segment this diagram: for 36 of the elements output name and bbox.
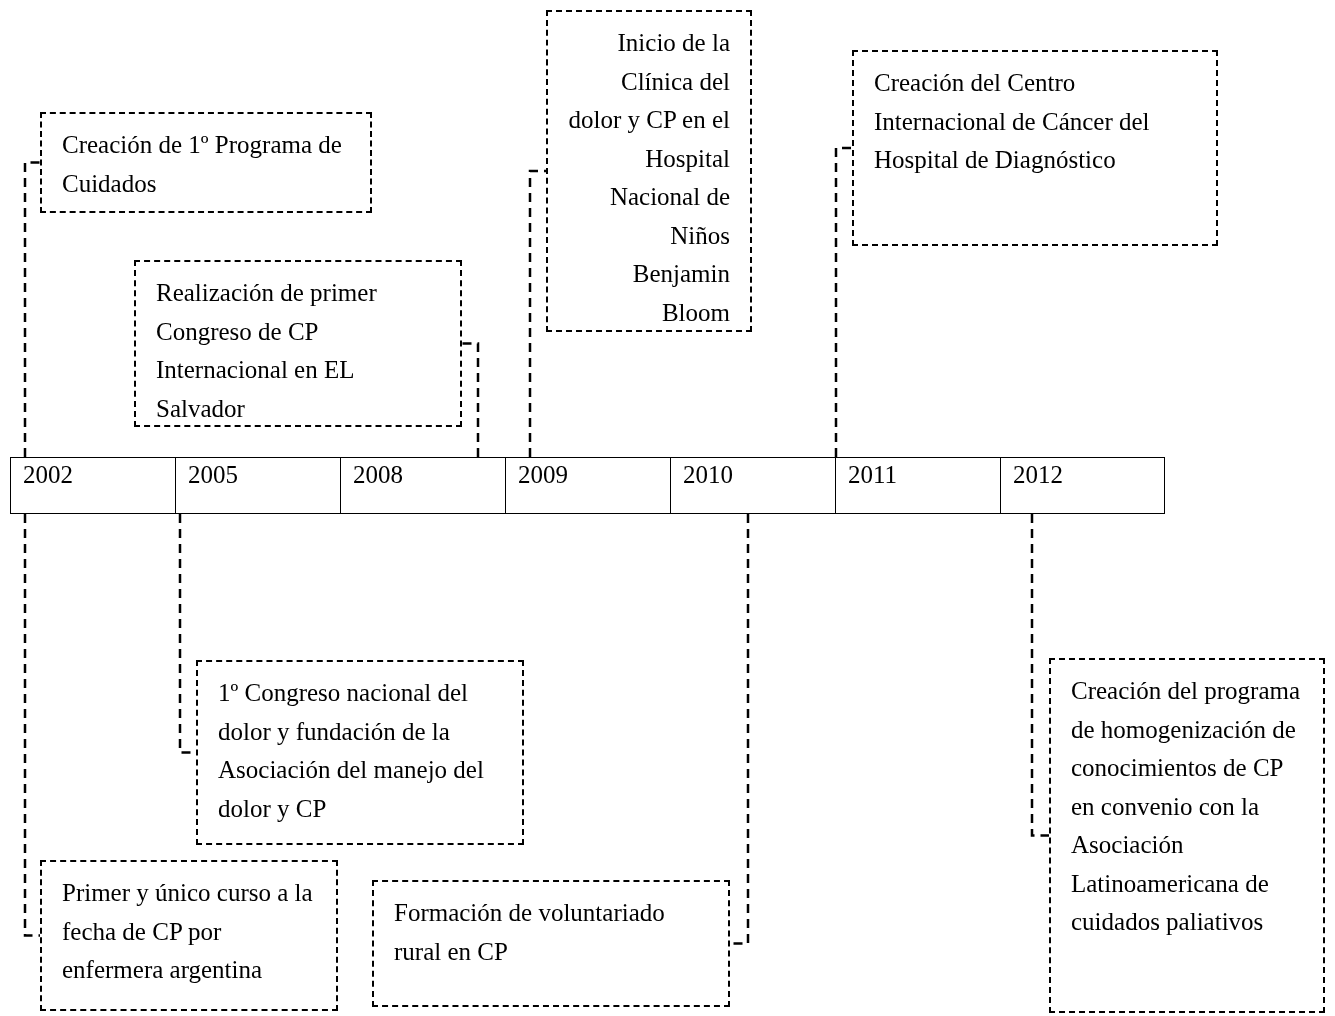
year-cell — [835, 457, 1001, 514]
event-box — [196, 660, 524, 845]
event-description: Primer y único curso a la fecha de CP por enfermera argentina — [62, 879, 313, 983]
year-label: 2008 — [353, 461, 403, 488]
event-box — [546, 10, 752, 332]
event-description: Inicio de la Clínica del dolor y CP en el Hospital Nacional de Niños Benjamin Bloom — [568, 29, 730, 326]
year-cell — [340, 457, 506, 514]
leader-line — [23, 161, 40, 457]
leader-line — [1030, 514, 1049, 837]
leader-line — [23, 514, 40, 937]
year-label: 2002 — [23, 461, 73, 488]
year-label: 2005 — [188, 461, 238, 488]
year-label: 2010 — [683, 461, 733, 488]
leader-line — [462, 342, 480, 457]
year-label: 2012 — [1013, 461, 1063, 488]
event-box — [134, 260, 462, 427]
year-cell — [1000, 457, 1165, 514]
event-box — [372, 880, 730, 1007]
event-box — [40, 112, 372, 213]
event-box — [40, 860, 338, 1011]
event-box — [852, 50, 1218, 246]
event-description: Realización de primer Congreso de CP Internacional en EL Salvador — [156, 279, 377, 422]
year-label: 2011 — [848, 461, 898, 488]
event-description: Formación de voluntariado rural en CP — [394, 899, 665, 965]
leader-line — [528, 169, 546, 457]
year-cell — [10, 457, 176, 514]
event-box — [1049, 658, 1325, 1013]
event-description: Creación de 1º Programa de Cuidados — [62, 131, 342, 197]
leader-line — [834, 146, 852, 457]
year-cell — [505, 457, 671, 514]
year-cell — [670, 457, 836, 514]
year-label: 2009 — [518, 461, 568, 488]
event-description: Creación del Centro Internacional de Cáncer del Hospital de Diagnóstico — [874, 69, 1150, 173]
year-cell — [175, 457, 341, 514]
event-description: Creación del programa de homogenización de conocimientos de CP en convenio con la Asociación Latinoamericana de cuidados paliativos — [1071, 677, 1301, 935]
event-description: 1º Congreso nacional del dolor y fundación de la Asociación del manejo del dolor y CP — [218, 679, 484, 822]
